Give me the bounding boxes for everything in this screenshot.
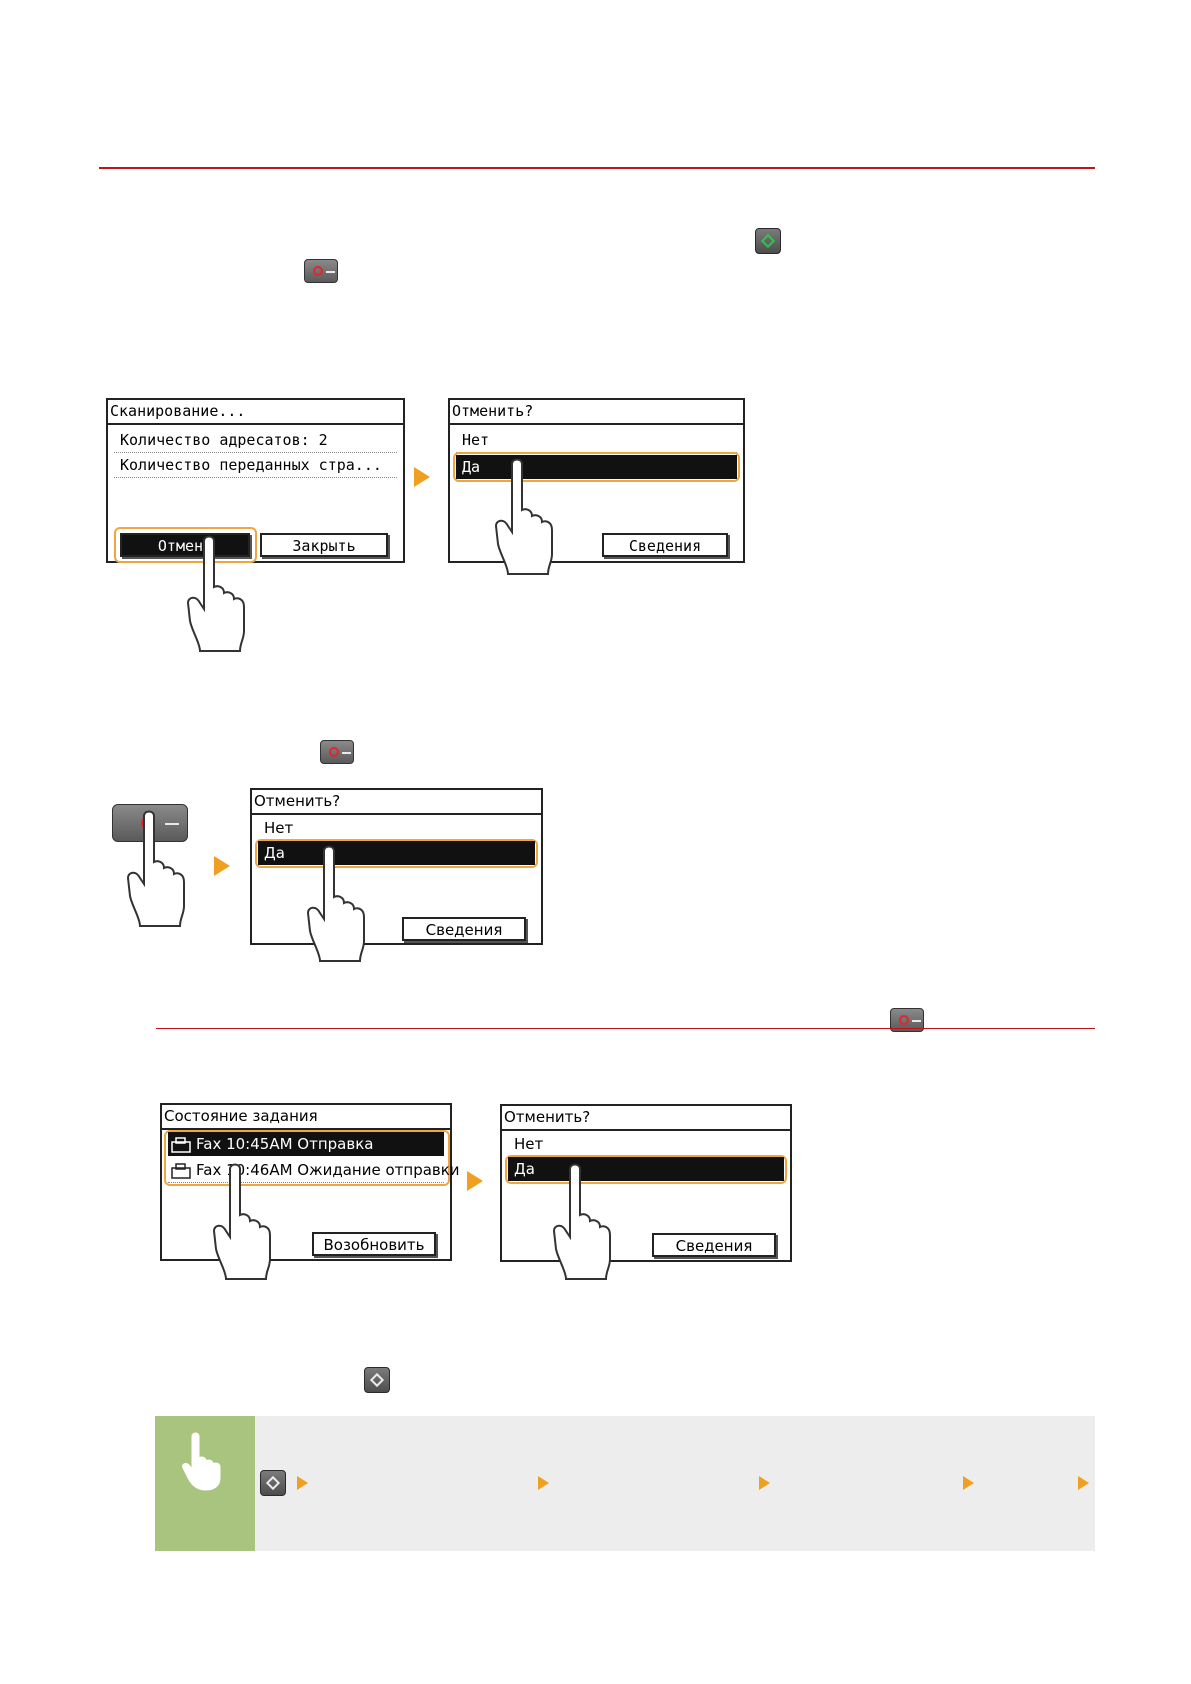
confirm-screen: Отменить? Нет Да Сведения xyxy=(250,788,543,945)
stop-key-icon xyxy=(320,740,354,764)
yes-highlight xyxy=(255,839,538,868)
next-step-arrow xyxy=(467,1171,483,1191)
pointing-finger-icon xyxy=(552,1163,611,1280)
path-arrow xyxy=(759,1476,770,1490)
jobs-highlight xyxy=(164,1130,450,1186)
pointing-finger-icon xyxy=(126,810,185,927)
screen-title: Отменить? xyxy=(502,1106,790,1131)
screen-title: Отменить? xyxy=(252,790,541,815)
job-status-screen: Состояние задания Fax 10:45AM Отправка F… xyxy=(160,1103,460,1261)
cancel-button[interactable]: Отмена xyxy=(120,533,250,557)
cancel-highlight xyxy=(114,527,257,563)
home-key-icon xyxy=(364,1367,390,1393)
start-key-icon xyxy=(755,228,781,254)
pointing-finger-icon xyxy=(494,458,553,575)
fax-icon xyxy=(171,1137,191,1153)
touch-hand-icon xyxy=(182,1432,221,1491)
option-yes[interactable]: Да xyxy=(456,455,737,479)
path-arrow xyxy=(963,1476,974,1490)
screen-title: Состояние задания xyxy=(162,1105,450,1130)
yes-highlight xyxy=(505,1155,787,1184)
pointing-finger-icon xyxy=(212,1163,271,1280)
confirm-screen: Отменить? Нет Да Сведения xyxy=(500,1104,792,1262)
stop-key-icon xyxy=(304,259,338,283)
scan-screen: Сканирование... Количество адресатов: 2 … xyxy=(106,398,405,563)
pointing-finger-icon xyxy=(186,535,245,652)
recipients-count: Количество адресатов: 2 xyxy=(114,428,397,453)
job-row[interactable]: Fax 10:46AM Ожидание отправки xyxy=(168,1158,460,1183)
subsection-rule xyxy=(156,1028,1095,1029)
close-button[interactable]: Закрыть xyxy=(260,533,388,557)
confirm-screen: Отменить? Нет Да Сведения xyxy=(448,398,745,563)
pointing-finger-icon xyxy=(306,845,365,962)
option-no[interactable]: Нет xyxy=(456,428,737,453)
path-arrow xyxy=(1078,1476,1089,1490)
operation-path-box xyxy=(155,1416,1095,1551)
next-step-arrow xyxy=(214,856,230,876)
job-row[interactable]: Fax 10:45AM Отправка xyxy=(168,1132,444,1156)
screen-title: Отменить? xyxy=(450,400,743,425)
option-yes[interactable]: Да xyxy=(258,841,535,865)
pages-sent: Количество переданных стра... xyxy=(114,453,397,478)
details-button[interactable]: Сведения xyxy=(402,917,526,941)
details-button[interactable]: Сведения xyxy=(602,533,728,557)
fax-icon xyxy=(171,1163,191,1179)
path-arrow xyxy=(297,1476,308,1490)
option-yes[interactable]: Да xyxy=(508,1157,784,1181)
option-no[interactable]: Нет xyxy=(508,1132,784,1157)
home-key-icon[interactable] xyxy=(260,1470,286,1496)
option-no[interactable]: Нет xyxy=(258,816,535,841)
resume-button[interactable]: Возобновить xyxy=(312,1232,436,1256)
screen-title: Сканирование... xyxy=(108,400,403,425)
next-step-arrow xyxy=(414,467,430,487)
section-rule xyxy=(99,167,1095,169)
path-arrow xyxy=(538,1476,549,1490)
details-button[interactable]: Сведения xyxy=(652,1233,776,1257)
yes-highlight xyxy=(453,452,740,482)
